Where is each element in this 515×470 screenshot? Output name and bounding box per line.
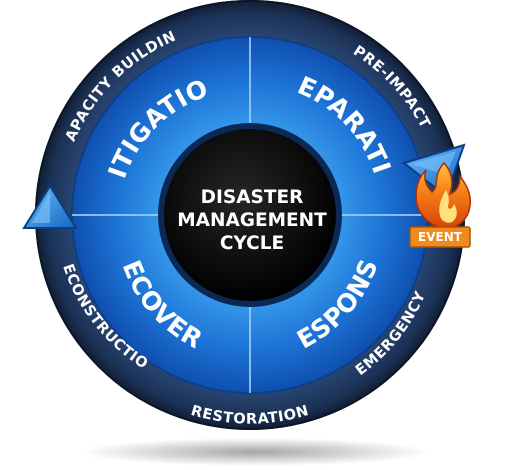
- cycle-arrow-left-icon: [22, 184, 78, 229]
- center-disc: [164, 129, 336, 301]
- event-label: EVENT: [418, 230, 463, 244]
- event-badge: EVENT: [409, 226, 471, 248]
- center-title-line-2: MANAGEMENT: [177, 210, 327, 231]
- center-title-line-3: CYCLE: [220, 233, 284, 254]
- center-title-line-1: DISASTER: [201, 187, 304, 208]
- floor-shadow: [80, 438, 430, 466]
- fire-icon: [415, 161, 472, 229]
